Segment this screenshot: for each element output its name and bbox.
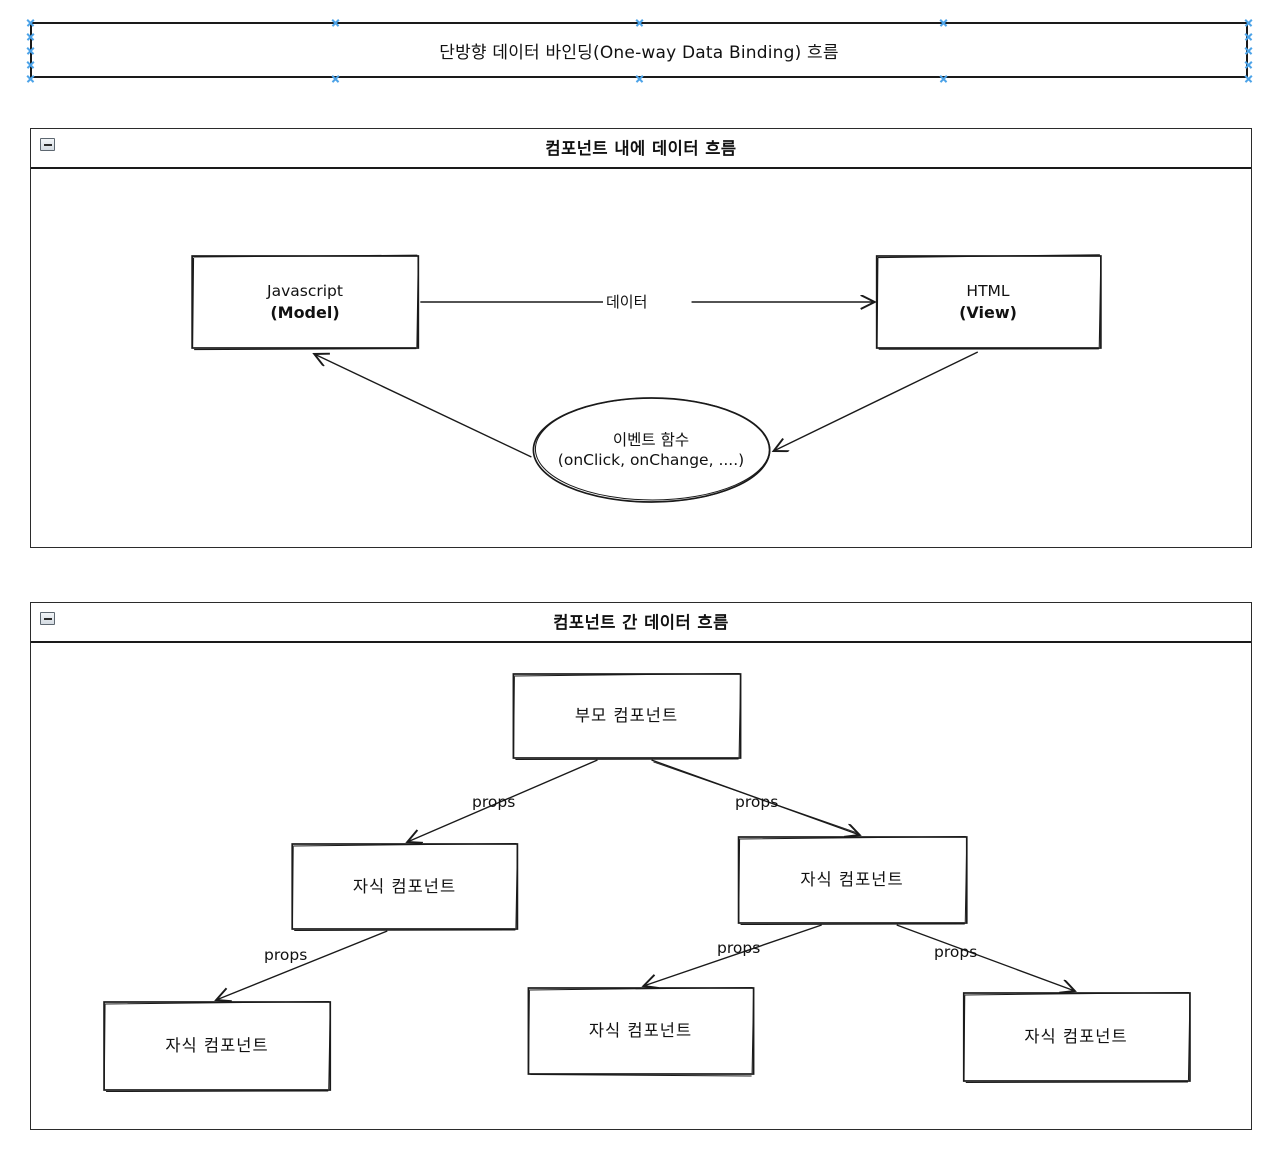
- page-title: 단방향 데이터 바인딩(One-way Data Binding) 흐름: [439, 42, 839, 63]
- child-component-right[interactable]: 자식 컴포넌트: [738, 837, 966, 923]
- edge-label-props-4: props: [717, 939, 761, 957]
- child-component-bottom-3[interactable]: 자식 컴포넌트: [963, 993, 1189, 1081]
- minimize-icon[interactable]: [40, 612, 55, 625]
- panel-1-body: Javascript (Model) HTML (View) 이벤트 함수 (o…: [31, 169, 1251, 547]
- parent-component[interactable]: 부모 컴포넌트: [513, 674, 740, 758]
- child-component-bottom-2-label: 자식 컴포넌트: [588, 1021, 693, 1041]
- child-component-bottom-3-label: 자식 컴포넌트: [1024, 1027, 1128, 1047]
- panel-1-title: 컴포넌트 내에 데이터 흐름: [545, 139, 737, 158]
- minimize-icon[interactable]: [40, 138, 55, 151]
- panel-1-header: 컴포넌트 내에 데이터 흐름: [31, 129, 1251, 169]
- edge-label-props-5: props: [934, 943, 978, 961]
- model-box-line1: Javascript: [267, 282, 343, 301]
- panel-2-title: 컴포넌트 간 데이터 흐름: [553, 613, 729, 632]
- view-box-line2: (View): [959, 302, 1017, 322]
- child-component-bottom-1-label: 자식 컴포넌트: [165, 1036, 269, 1056]
- child-component-right-label: 자식 컴포넌트: [800, 870, 904, 890]
- model-box-line2: (Model): [270, 302, 340, 322]
- event-ellipse[interactable]: 이벤트 함수 (onClick, onChange, ....): [533, 398, 769, 502]
- child-component-left[interactable]: 자식 컴포넌트: [292, 844, 517, 929]
- child-component-bottom-2[interactable]: 자식 컴포넌트: [528, 988, 753, 1074]
- event-ellipse-line2: (onClick, onChange, ....): [557, 451, 745, 469]
- view-box[interactable]: HTML (View): [876, 256, 1100, 348]
- panel-intra-component-flow: 컴포넌트 내에 데이터 흐름: [30, 128, 1252, 548]
- panel-2-header: 컴포넌트 간 데이터 흐름: [31, 603, 1251, 643]
- panel-2-body: 부모 컴포넌트 자식 컴포넌트 자식 컴포넌트 자식 컴포넌트 자식 컴포넌트 …: [31, 643, 1251, 1129]
- view-box-line1: HTML: [966, 282, 1010, 301]
- child-component-left-label: 자식 컴포넌트: [352, 876, 457, 896]
- event-ellipse-line1: 이벤트 함수: [612, 430, 690, 449]
- child-component-bottom-1[interactable]: 자식 컴포넌트: [104, 1002, 330, 1090]
- parent-component-label: 부모 컴포넌트: [574, 706, 679, 726]
- diagram-title-box[interactable]: 단방향 데이터 바인딩(One-way Data Binding) 흐름: [30, 22, 1248, 78]
- edge-label-props-2: props: [735, 793, 779, 811]
- edge-label-data: 데이터: [603, 291, 651, 312]
- model-box[interactable]: Javascript (Model): [192, 256, 418, 348]
- panel-inter-component-flow: 컴포넌트 간 데이터 흐름: [30, 602, 1252, 1130]
- edge-label-props-3: props: [264, 946, 308, 964]
- edge-label-props-1: props: [472, 793, 516, 811]
